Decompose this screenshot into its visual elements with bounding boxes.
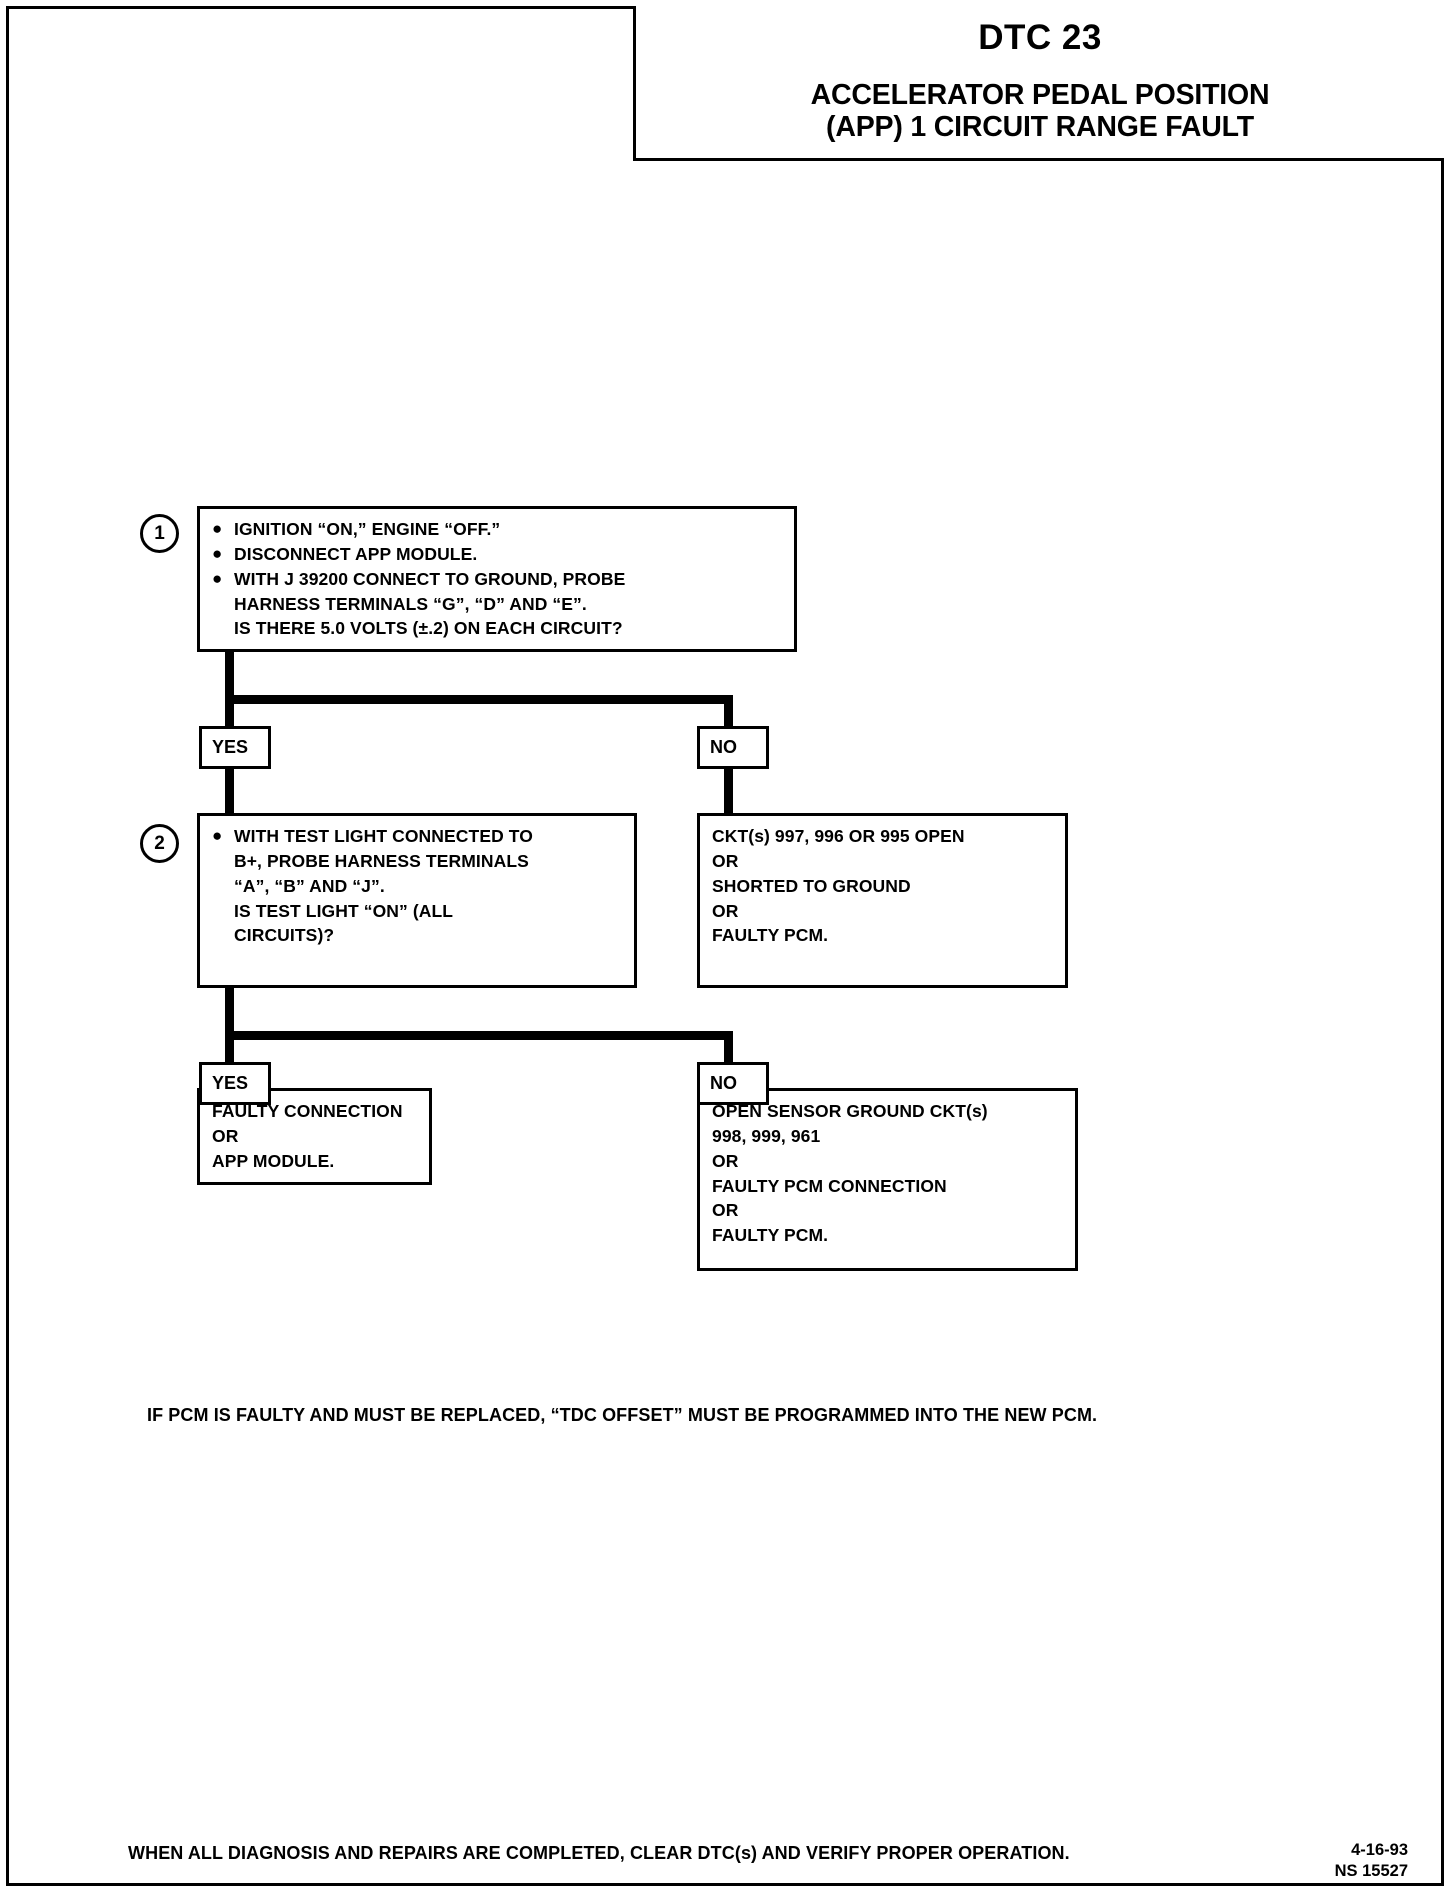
connector-yes1-to-step2 [225,766,234,816]
connector-step2-yes-drop [225,1031,234,1078]
branch-tag-yes-2: YES [199,1062,271,1105]
result-no-1-line-2: OR [712,850,739,871]
step-number-2: 2 [140,824,179,863]
step-1-bullet-2: ● DISCONNECT APP MODULE. [212,542,784,567]
result-no-2-line-6: FAULTY PCM. [712,1225,829,1246]
fault-title-line1: ACCELERATOR PEDAL POSITION [810,78,1270,111]
step-2-cont-line1: B+, PROBE HARNESS TERMINALS [234,850,529,871]
bullet-dot-icon: ● [212,568,223,588]
step-1-cont-line1: HARNESS TERMINALS “G”, “D” AND “E”. [234,593,587,614]
bullet-dot-icon: ● [212,519,223,538]
step-2-bullet-1: ● WITH TEST LIGHT CONNECTED TO B+, PROBE… [212,824,624,948]
branch-tag-yes-1: YES [199,726,271,769]
result-no-1-line-4: OR [712,900,739,921]
step-1-bullet-3: ● WITH J 39200 CONNECT TO GROUND, PROBE … [212,567,784,642]
doc-stamp: 4-16-93 NS 15527 [1288,1840,1408,1882]
step-1-bullet-3-line1: WITH J 39200 CONNECT TO GROUND, PROBE [234,568,626,589]
branch-tag-no-2: NO [697,1062,769,1105]
connector-step2-stem [225,988,234,1040]
step-1-bullet-1: ● IGNITION “ON,” ENGINE “OFF.” [212,517,784,542]
step-1-cont-line2: IS THERE 5.0 VOLTS (±.2) ON EACH CIRCUIT… [234,618,623,639]
result-yes-2-line-1: FAULTY CONNECTION [212,1101,403,1121]
result-no-2-box: OPEN SENSOR GROUND CKT(s) 998, 999, 961 … [697,1088,1078,1271]
result-no-2-line-5: OR [712,1200,739,1221]
connector-step1-no-drop [724,695,733,742]
connector-step2-no-drop [724,1031,733,1078]
result-no-1-line-5: FAULTY PCM. [712,925,829,946]
bullet-dot-icon: ● [212,826,223,845]
pcm-replacement-note: IF PCM IS FAULTY AND MUST BE REPLACED, “… [147,1405,1098,1425]
step-2-cont-line4: CIRCUITS)? [234,925,335,946]
connector-step1-yes-drop [225,695,234,742]
result-no-2-line-3: OR [712,1150,739,1171]
fault-title-line2: (APP) 1 CIRCUIT RANGE FAULT [826,111,1254,144]
step-2-box: ● WITH TEST LIGHT CONNECTED TO B+, PROBE… [197,813,637,988]
stamp-doc-id: NS 15527 [1334,1862,1408,1881]
connector-no1-to-result [724,766,733,816]
footer-note: WHEN ALL DIAGNOSIS AND REPAIRS ARE COMPL… [128,1843,1070,1863]
step-1-box: ● IGNITION “ON,” ENGINE “OFF.” ● DISCONN… [197,506,797,652]
result-no-2-line-2: 998, 999, 961 [712,1125,821,1146]
result-no-2-line-1: OPEN SENSOR GROUND CKT(s) [712,1101,988,1121]
connector-step1-horizontal [225,695,733,704]
fault-title: ACCELERATOR PEDAL POSITION (APP) 1 CIRCU… [636,79,1444,144]
result-yes-2-line-2: OR [212,1125,239,1146]
step-2-cont-line2: “A”, “B” AND “J”. [234,875,385,896]
step-2-cont-line3: IS TEST LIGHT “ON” (ALL [234,900,454,921]
result-yes-2-line-3: APP MODULE. [212,1150,335,1171]
step-number-1: 1 [140,514,179,553]
result-no-2-line-4: FAULTY PCM CONNECTION [712,1175,947,1196]
result-no-1-line-1: CKT(s) 997, 996 OR 995 OPEN [712,826,965,846]
bullet-dot-icon: ● [212,543,223,563]
branch-tag-no-1: NO [697,726,769,769]
header-block: DTC 23 ACCELERATOR PEDAL POSITION (APP) … [633,6,1444,161]
result-no-1-box: CKT(s) 997, 996 OR 995 OPEN OR SHORTED T… [697,813,1068,988]
connector-step2-horizontal [225,1031,733,1040]
connector-step1-stem [225,652,234,704]
result-no-1-line-3: SHORTED TO GROUND [712,875,911,896]
dtc-code: DTC 23 [978,18,1102,57]
step-2-bullet-1-line1: WITH TEST LIGHT CONNECTED TO [234,826,533,846]
stamp-date: 4-16-93 [1351,1841,1408,1859]
